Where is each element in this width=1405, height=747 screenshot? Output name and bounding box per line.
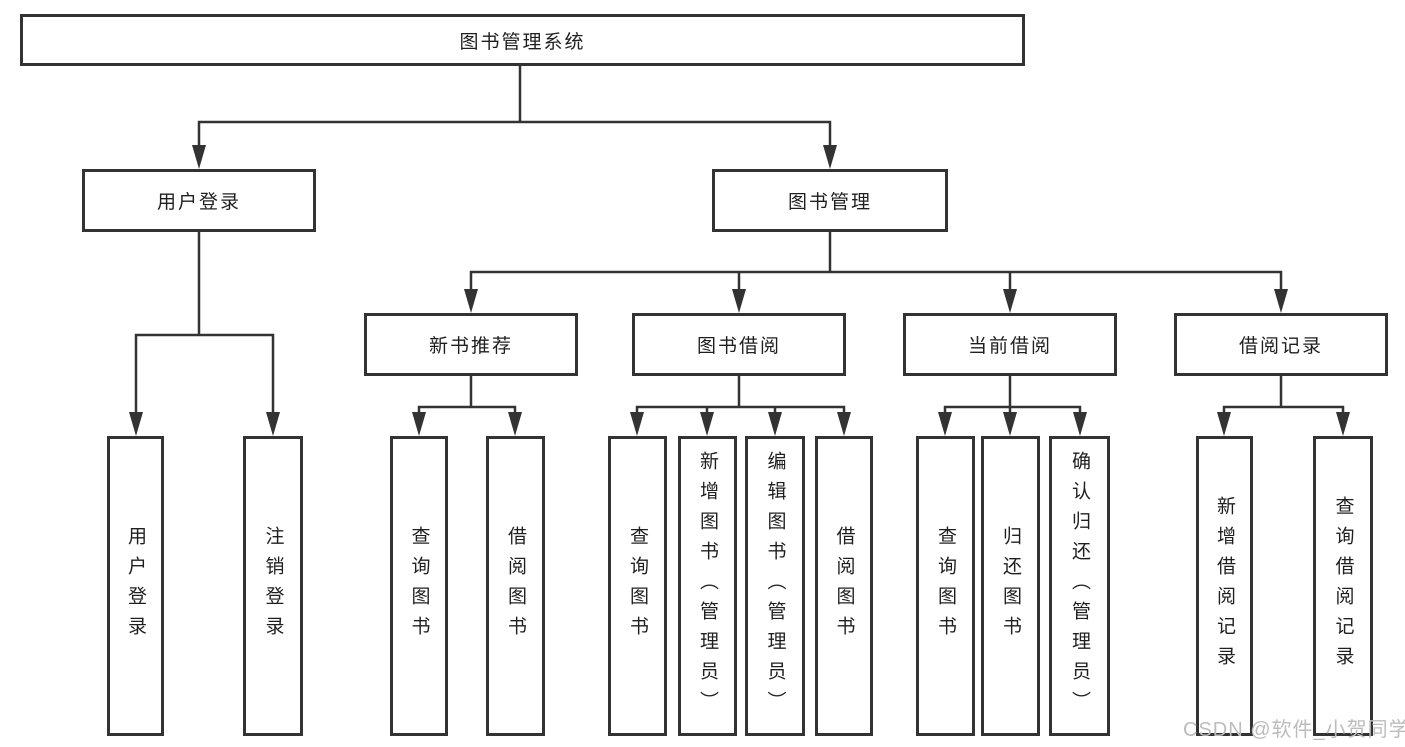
- node-book-management: 图书管理: [712, 169, 948, 232]
- leaf-query-borrow-record: 查询借阅记录: [1313, 436, 1373, 736]
- watermark-csdn: CSDN @软件_小贺同学: [1183, 719, 1405, 741]
- node-borrowing-records: 借阅记录: [1174, 313, 1388, 376]
- leaf-add-borrow-record: 新增借阅记录: [1196, 436, 1253, 736]
- leaf-query-books-borrowing: 查询图书: [608, 436, 667, 736]
- leaf-logout-login: 注销登录: [243, 436, 303, 736]
- leaf-edit-book-admin: 编辑图书（管理员）: [745, 436, 805, 736]
- node-book-borrowing: 图书借阅: [632, 313, 846, 376]
- leaf-return-books: 归还图书: [981, 436, 1040, 736]
- leaf-add-book-admin: 新增图书（管理员）: [678, 436, 737, 736]
- leaf-borrow-books-recommend: 借阅图书: [486, 436, 545, 736]
- node-library-management-system: 图书管理系统: [20, 14, 1025, 66]
- leaf-borrow-books-borrowing: 借阅图书: [815, 436, 873, 736]
- node-new-book-recommendation: 新书推荐: [364, 313, 578, 376]
- leaf-query-books-current: 查询图书: [916, 436, 975, 736]
- leaf-user-login: 用户登录: [107, 436, 164, 736]
- leaf-confirm-return-admin: 确认归还（管理员）: [1049, 436, 1110, 736]
- node-user-login: 用户登录: [82, 169, 316, 232]
- leaf-query-books-recommend: 查询图书: [390, 436, 448, 736]
- node-current-borrowing: 当前借阅: [903, 313, 1117, 376]
